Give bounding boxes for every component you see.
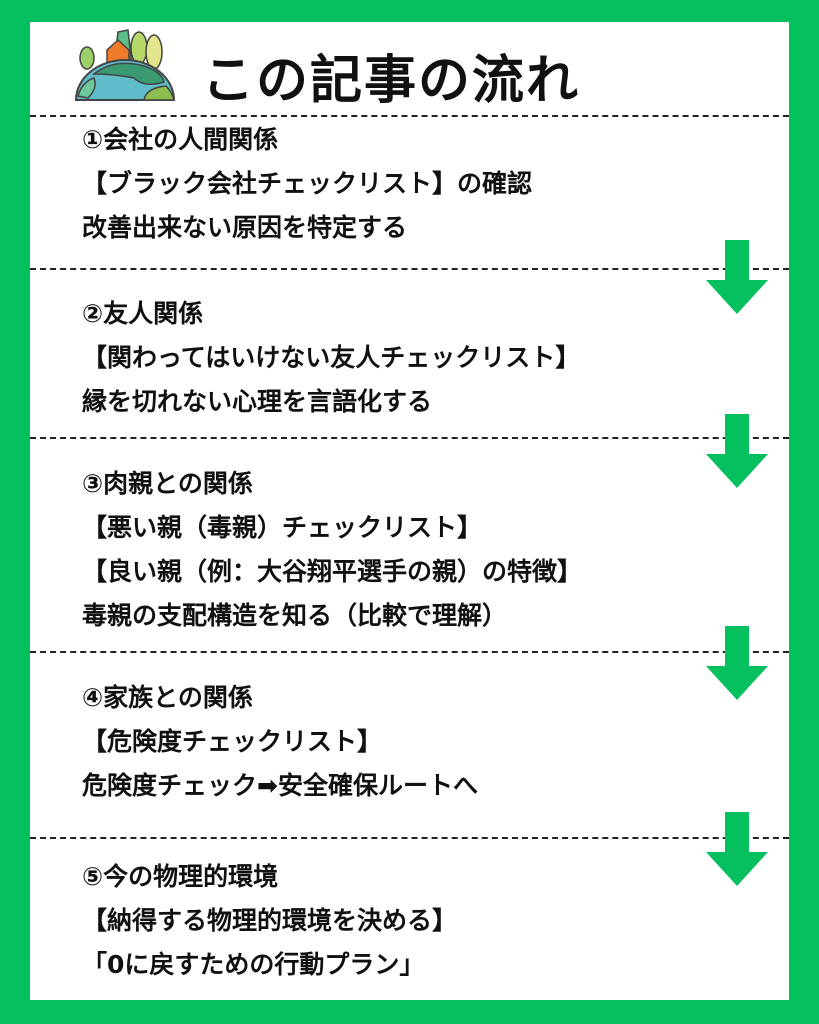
section-line: 【関わってはいけない友人チェックリスト】 bbox=[82, 343, 581, 372]
earth-house-trees-icon bbox=[74, 29, 176, 101]
section-environment: ⑤今の物理的環境 【納得する物理的環境を決める】 「0に戻すための行動プラン」 bbox=[82, 855, 457, 987]
divider bbox=[30, 115, 789, 117]
section-line: 改善出来ない原因を特定する bbox=[82, 213, 408, 242]
section-line: 【悪い親（毒親）チェックリスト】 bbox=[82, 513, 483, 542]
divider bbox=[30, 268, 789, 270]
section-company: ①会社の人間関係 【ブラック会社チェックリスト】の確認 改善出来ない原因を特定す… bbox=[82, 118, 532, 250]
section-parents: ③肉親との関係 【悪い親（毒親）チェックリスト】 【良い親（例：大谷翔平選手の親… bbox=[82, 462, 582, 638]
section-line: 【危険度チェックリスト】 bbox=[82, 727, 383, 756]
section-line: 縁を切れない心理を言語化する bbox=[82, 387, 433, 416]
section-friends: ②友人関係 【関わってはいけない友人チェックリスト】 縁を切れない心理を言語化す… bbox=[82, 292, 580, 424]
divider bbox=[30, 837, 789, 839]
section-line: 危険度チェック➡安全確保ルートへ bbox=[82, 771, 478, 800]
page-title: この記事の流れ bbox=[202, 51, 581, 111]
down-arrow-icon bbox=[706, 240, 768, 314]
section-heading: ⑤今の物理的環境 bbox=[82, 862, 279, 891]
section-family: ④家族との関係 【危険度チェックリスト】 危険度チェック➡安全確保ルートへ bbox=[82, 676, 478, 808]
divider bbox=[30, 651, 789, 653]
down-arrow-icon bbox=[706, 626, 768, 700]
down-arrow-icon bbox=[706, 812, 768, 886]
section-heading: ③肉親との関係 bbox=[82, 469, 253, 498]
section-line: 毒親の支配構造を知る（比較で理解） bbox=[82, 601, 508, 630]
section-line: 「0に戻すための行動プラン」 bbox=[82, 950, 425, 979]
section-line: 【ブラック会社チェックリスト】の確認 bbox=[82, 169, 533, 198]
section-line: 【良い親（例：大谷翔平選手の親）の特徴】 bbox=[82, 557, 583, 586]
section-line: 【納得する物理的環境を決める】 bbox=[82, 906, 458, 935]
section-heading: ④家族との関係 bbox=[82, 683, 253, 712]
divider bbox=[30, 437, 789, 439]
section-heading: ②友人関係 bbox=[82, 299, 204, 328]
down-arrow-icon bbox=[706, 414, 768, 488]
section-heading: ①会社の人間関係 bbox=[82, 125, 279, 154]
